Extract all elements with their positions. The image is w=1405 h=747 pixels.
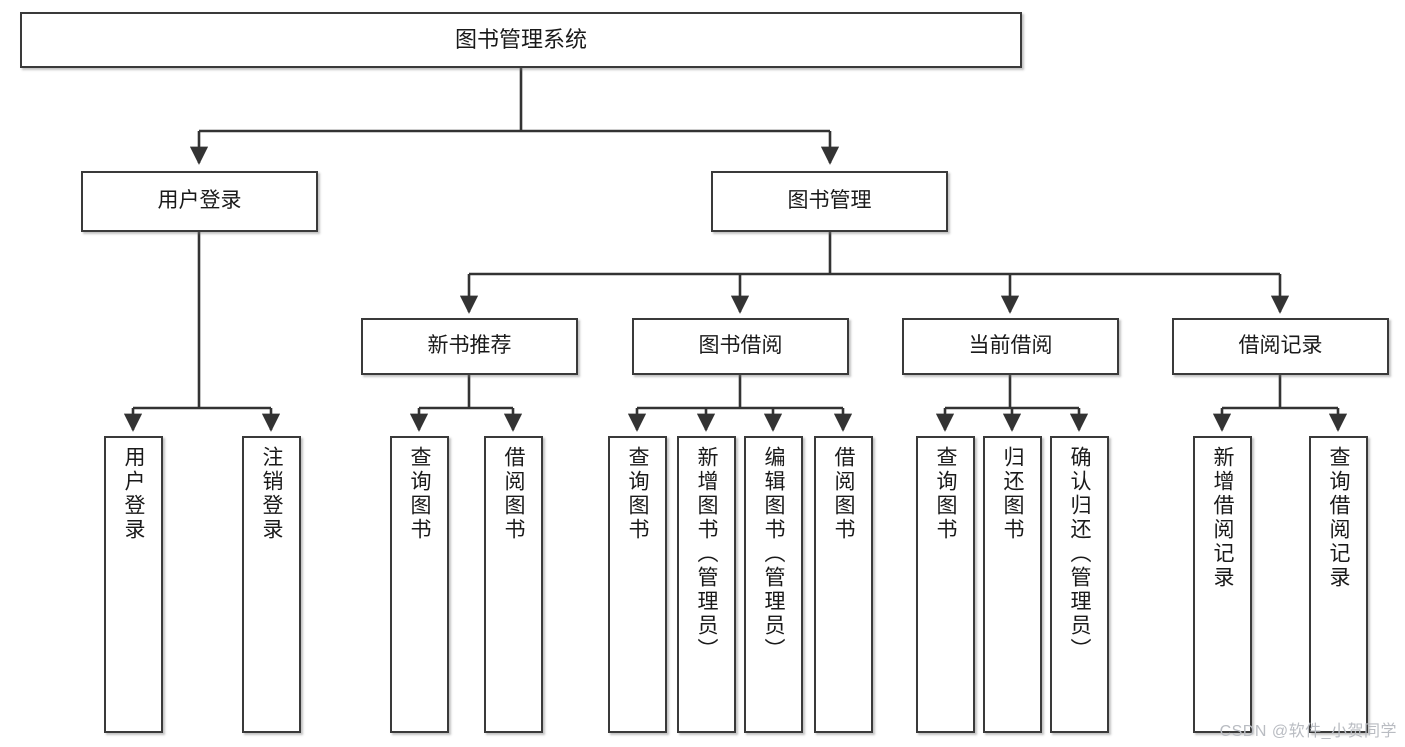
csdn-watermark: CSDN @软件_小贺同学 <box>1219 723 1397 740</box>
node-book-borrow[interactable]: 图书借阅 <box>632 318 849 375</box>
node-label: 编辑图书（管理员） <box>762 446 785 662</box>
node-label: 归还图书 <box>1001 446 1024 542</box>
node-label: 查询借阅记录 <box>1327 446 1350 590</box>
node-current-borrow[interactable]: 当前借阅 <box>902 318 1119 375</box>
node-label: 新增借阅记录 <box>1211 446 1234 590</box>
leaf-current-return-book[interactable]: 归还图书 <box>983 436 1042 733</box>
node-label: 借阅图书 <box>502 446 525 542</box>
leaf-borrow-query-book[interactable]: 查询图书 <box>608 436 667 733</box>
node-label: 用户登录 <box>122 446 145 542</box>
leaf-record-query[interactable]: 查询借阅记录 <box>1309 436 1368 733</box>
node-book-management[interactable]: 图书管理 <box>711 171 948 232</box>
node-label: 图书管理 <box>787 189 872 213</box>
node-label: 图书管理系统 <box>454 27 587 53</box>
leaf-current-query-book[interactable]: 查询图书 <box>916 436 975 733</box>
leaf-new-book-query[interactable]: 查询图书 <box>390 436 449 733</box>
node-label: 查询图书 <box>934 446 957 542</box>
leaf-user-login-signout[interactable]: 注销登录 <box>242 436 301 733</box>
node-label: 确认归还（管理员） <box>1068 446 1091 662</box>
node-borrow-record[interactable]: 借阅记录 <box>1172 318 1389 375</box>
node-label: 当前借阅 <box>968 334 1053 358</box>
leaf-borrow-add-book[interactable]: 新增图书（管理员） <box>677 436 736 733</box>
node-root-system[interactable]: 图书管理系统 <box>20 12 1022 68</box>
node-label: 图书借阅 <box>698 334 783 358</box>
node-label: 借阅图书 <box>832 446 855 542</box>
node-label: 借阅记录 <box>1238 334 1323 358</box>
node-label: 新书推荐 <box>427 334 512 358</box>
leaf-record-add[interactable]: 新增借阅记录 <box>1193 436 1252 733</box>
node-new-book-recommend[interactable]: 新书推荐 <box>361 318 578 375</box>
leaf-borrow-borrow-book[interactable]: 借阅图书 <box>814 436 873 733</box>
leaf-current-confirm-return[interactable]: 确认归还（管理员） <box>1050 436 1109 733</box>
node-label: 注销登录 <box>260 446 283 542</box>
node-label: 查询图书 <box>626 446 649 542</box>
node-label: 查询图书 <box>408 446 431 542</box>
node-label: 用户登录 <box>157 189 242 213</box>
node-user-login[interactable]: 用户登录 <box>81 171 318 232</box>
leaf-borrow-edit-book[interactable]: 编辑图书（管理员） <box>744 436 803 733</box>
leaf-user-login-signin[interactable]: 用户登录 <box>104 436 163 733</box>
leaf-new-book-borrow[interactable]: 借阅图书 <box>484 436 543 733</box>
node-label: 新增图书（管理员） <box>695 446 718 662</box>
